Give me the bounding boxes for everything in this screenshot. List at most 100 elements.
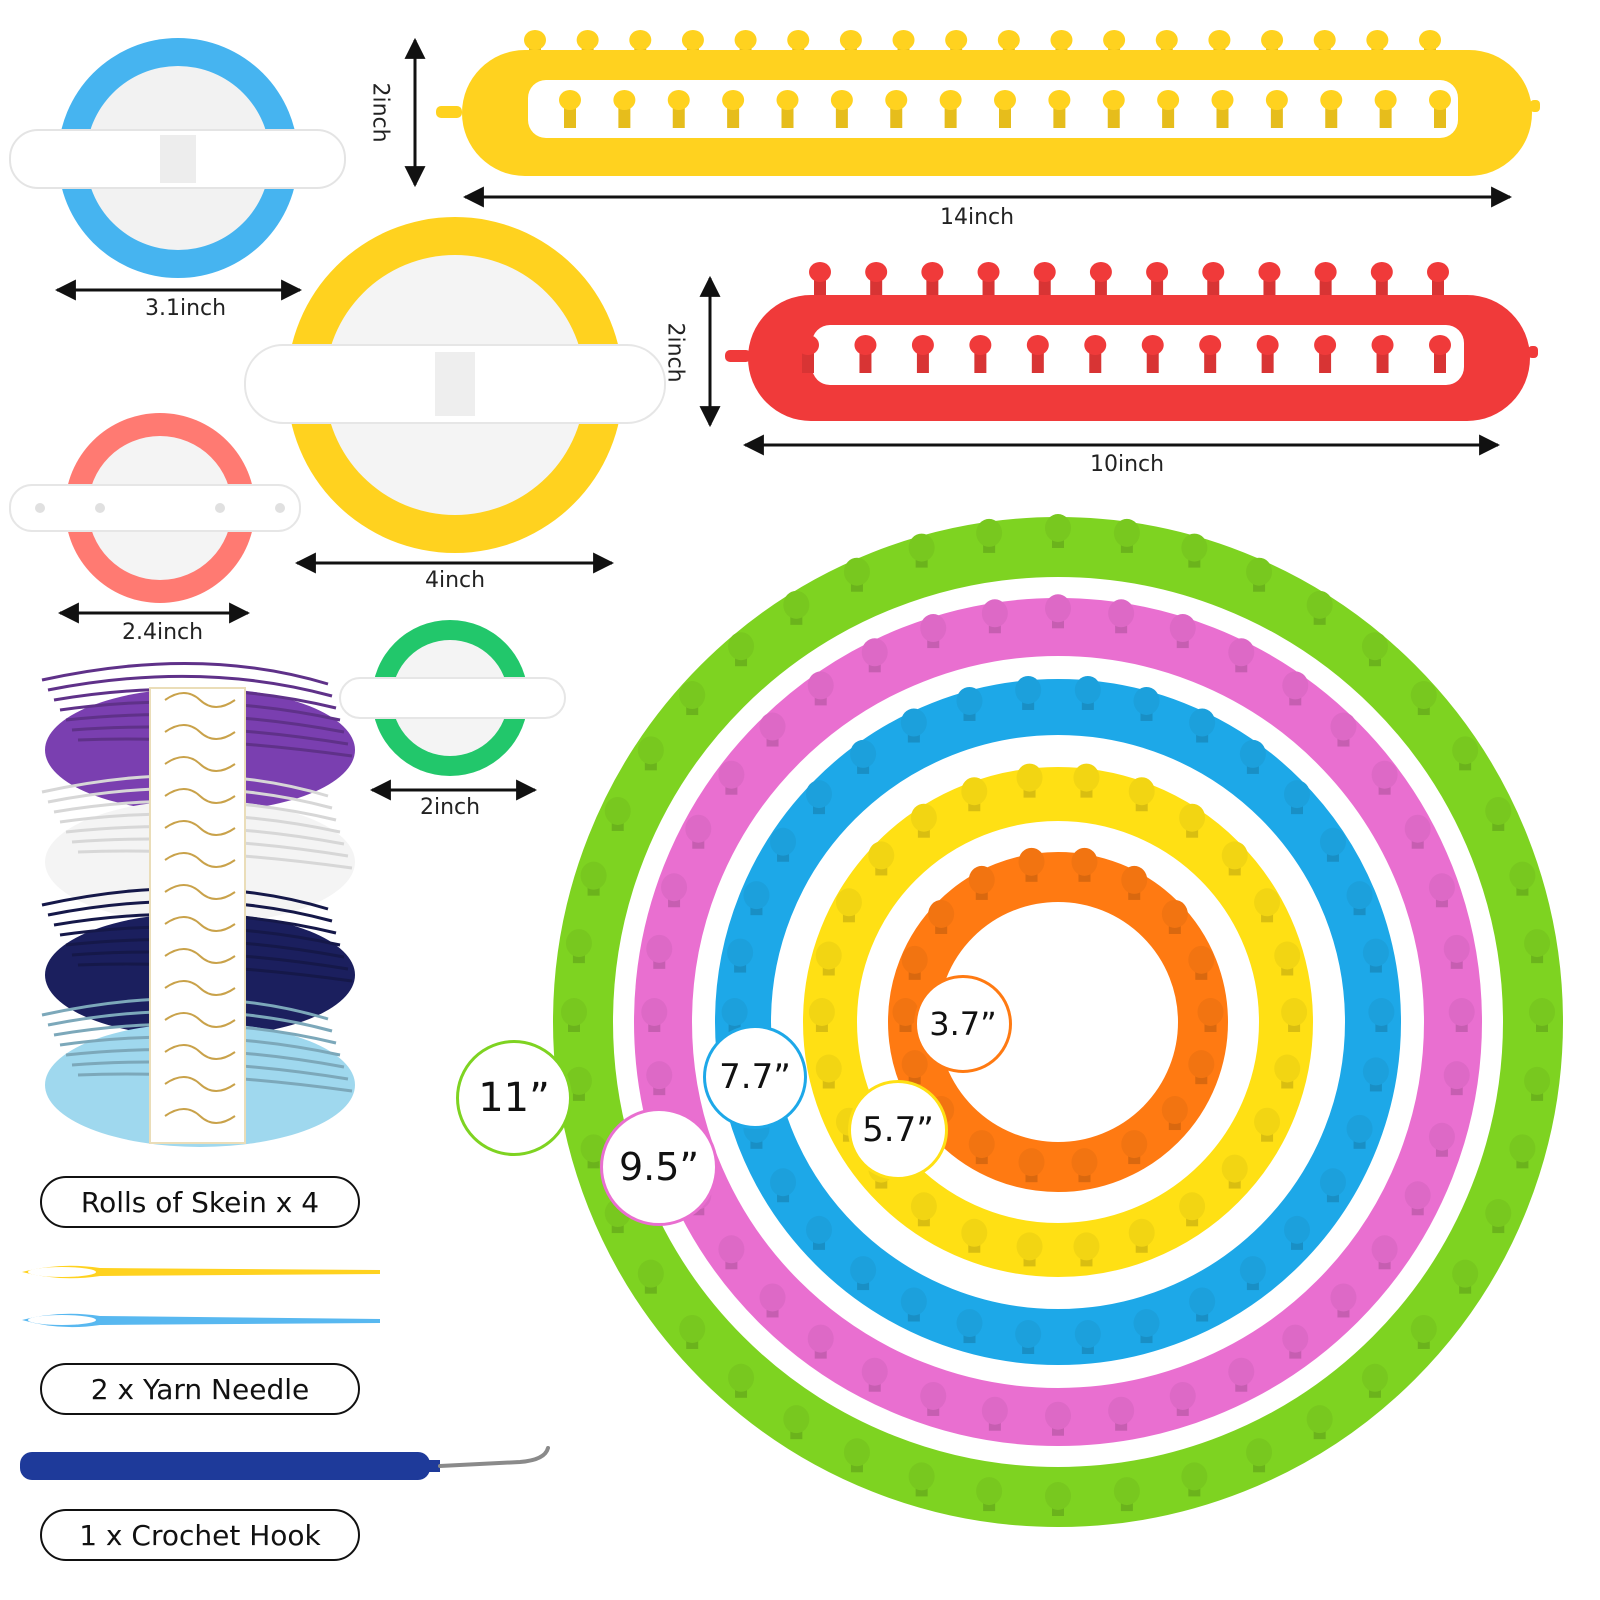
loom-peg xyxy=(815,941,842,970)
loom-peg xyxy=(901,1050,928,1079)
loom-peg xyxy=(559,90,581,110)
loom-peg xyxy=(561,998,587,1026)
skein-band-swirl xyxy=(164,756,236,772)
loom-peg xyxy=(641,998,668,1026)
loom-peg xyxy=(1084,335,1107,355)
loom-peg xyxy=(976,1477,1003,1506)
loom-peg xyxy=(921,262,944,282)
loom-peg xyxy=(524,30,546,50)
loom-peg xyxy=(727,938,754,967)
loom-peg xyxy=(770,827,797,856)
loom-peg xyxy=(1346,1114,1373,1143)
skein-band-swirl xyxy=(164,948,236,964)
loom-peg xyxy=(1045,1482,1071,1510)
round-loom-ring xyxy=(553,514,1563,1527)
loom-peg xyxy=(721,998,748,1026)
loom-peg xyxy=(1113,1477,1140,1506)
loom-peg xyxy=(1016,763,1043,792)
loom-peg xyxy=(718,1235,745,1264)
loom-peg xyxy=(1188,1050,1215,1079)
loom-peg xyxy=(1071,847,1098,876)
loom-peg xyxy=(1258,262,1281,282)
loom-peg xyxy=(1169,1381,1196,1410)
loom-peg xyxy=(809,262,831,282)
loom-peg xyxy=(759,712,786,741)
loom-peg xyxy=(1239,1256,1266,1285)
loom-peg xyxy=(1330,712,1357,741)
loom-peg xyxy=(1452,1259,1479,1288)
loom-peg xyxy=(685,814,712,843)
loom-peg xyxy=(681,30,704,50)
loom-peg xyxy=(1274,1054,1301,1083)
medium-loom-height-label: 2inch xyxy=(662,322,688,383)
loom-peg xyxy=(1133,1309,1160,1338)
loom-peg xyxy=(1045,594,1071,623)
loom-peg xyxy=(1016,1232,1043,1261)
loom-peg xyxy=(679,681,706,710)
loom-peg xyxy=(1015,1320,1042,1349)
loom-peg xyxy=(1239,739,1266,768)
loom-peg xyxy=(1089,262,1112,282)
round-loom-size-badge: 7.7” xyxy=(703,1025,807,1129)
loom-peg xyxy=(1161,899,1188,928)
pompom-yellow-size-label: 4inch xyxy=(425,568,486,593)
loom-peg xyxy=(1018,1148,1045,1177)
yarn-needle-blue xyxy=(22,1313,380,1328)
loom-peg xyxy=(1404,814,1431,843)
long-loom-length-label: 14inch xyxy=(940,205,1015,230)
loom-peg xyxy=(718,760,745,789)
loom-peg xyxy=(1283,780,1310,809)
loom-peg xyxy=(900,708,927,737)
loom-peg xyxy=(1410,681,1437,710)
loom-peg xyxy=(1208,30,1231,50)
loom-peg xyxy=(908,533,935,562)
crochet-hook xyxy=(20,1446,550,1480)
loom-end-peg xyxy=(436,106,462,118)
loom-peg xyxy=(1485,796,1512,825)
loom-end-peg xyxy=(725,350,751,362)
loom-peg xyxy=(1509,861,1536,890)
loom-peg xyxy=(956,1309,983,1338)
skein-band-swirl xyxy=(164,1076,236,1092)
yarn-strand xyxy=(41,662,329,686)
loom-peg xyxy=(1314,335,1337,355)
loom-peg xyxy=(629,30,652,50)
loom-peg xyxy=(1371,760,1398,789)
loom-peg xyxy=(976,518,1003,547)
loom-peg xyxy=(565,1066,592,1095)
loom-peg xyxy=(1448,998,1475,1026)
loom-peg xyxy=(1228,1357,1255,1386)
loom-peg xyxy=(1428,873,1455,902)
yarn-skeins xyxy=(41,662,355,1147)
medium-loom-length-label: 10inch xyxy=(1090,452,1165,477)
loom-peg xyxy=(637,1259,664,1288)
loom-peg xyxy=(1524,929,1551,958)
loom-peg xyxy=(994,90,1016,110)
loom-peg xyxy=(900,1287,927,1316)
loom-peg xyxy=(977,262,1000,282)
loom-peg xyxy=(1524,1066,1551,1095)
loom-peg xyxy=(743,881,770,910)
loom-peg xyxy=(920,614,947,643)
loom-peg xyxy=(1330,1283,1357,1312)
skein-band xyxy=(149,687,246,1144)
loom-peg xyxy=(1362,938,1389,967)
pompom-coral-size-label: 2.4inch xyxy=(122,620,204,645)
loom-peg xyxy=(1429,90,1451,110)
loom-peg xyxy=(576,30,599,50)
loom-peg xyxy=(1371,1235,1398,1264)
skein-band-swirl xyxy=(164,1108,236,1124)
skein-band-swirl xyxy=(164,884,236,900)
dimension-arrows xyxy=(54,37,1513,801)
loom-peg xyxy=(1155,30,1178,50)
loom-peg xyxy=(1015,675,1042,704)
loom-peg xyxy=(1018,847,1045,876)
loom-peg xyxy=(667,90,690,110)
loom-peg xyxy=(1157,90,1180,110)
loom-peg xyxy=(854,335,877,355)
loom-peg xyxy=(901,945,928,974)
pompom-maker-green xyxy=(339,620,566,776)
loom-peg xyxy=(1188,945,1215,974)
loom-peg xyxy=(1419,30,1441,50)
loom-peg xyxy=(956,686,983,715)
